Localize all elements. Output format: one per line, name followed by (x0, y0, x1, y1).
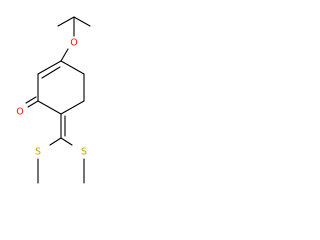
carbonyl-oxygen-label: O (16, 107, 23, 118)
bond-c3-c4 (60, 60, 85, 75)
bond-exo-s-left (49, 137, 62, 146)
sulfur-right-label: S (81, 147, 87, 158)
structure-diagram: O O S S (0, 0, 134, 206)
bond-c5-c6 (60, 100, 85, 115)
bond-c6-c1 (37, 100, 62, 115)
bond-isopropyl-methyl-right (73, 16, 91, 27)
sulfur-left-label: S (35, 147, 41, 158)
bond-c2-c3-inner (41, 66, 61, 79)
bond-c1-o-a (27, 100, 39, 108)
ether-oxygen-label: O (70, 38, 77, 49)
bond-isopropyl-methyl-left (57, 16, 75, 27)
bond-o-c3 (60, 48, 69, 62)
molecule-svg: O O S S (16, 16, 91, 184)
bond-c1-o-b (25, 96, 37, 104)
bond-c2-c3 (37, 60, 62, 75)
bond-exo-s-right (60, 137, 73, 146)
